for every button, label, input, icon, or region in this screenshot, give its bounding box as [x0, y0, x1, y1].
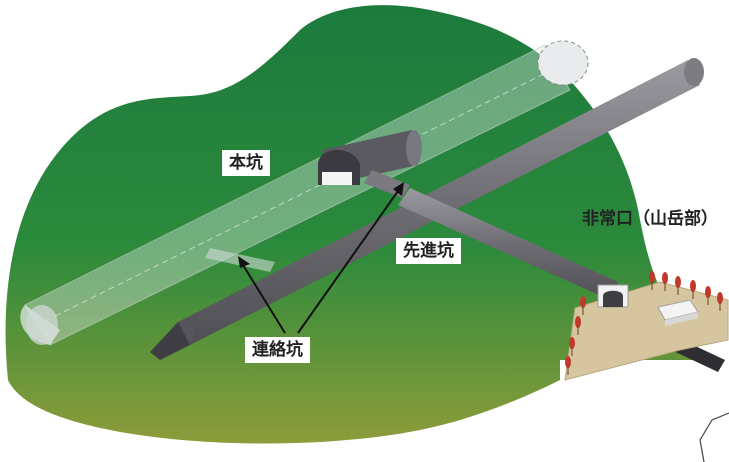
emergency-exit-site	[564, 281, 729, 381]
trees	[565, 271, 723, 375]
corner-outline-shape	[699, 412, 729, 462]
main-tunnel-section	[318, 130, 422, 185]
main-tunnel	[20, 40, 589, 346]
connecting-tunnel-label: 連絡坑	[245, 337, 310, 363]
pilot-tunnel-label: 先進坑	[396, 238, 461, 264]
main-tunnel-label: 本坑	[222, 150, 270, 176]
emergency-exit-label: 非常口（山岳部）	[582, 209, 718, 229]
connecting-tunnel-arrows	[238, 182, 404, 334]
